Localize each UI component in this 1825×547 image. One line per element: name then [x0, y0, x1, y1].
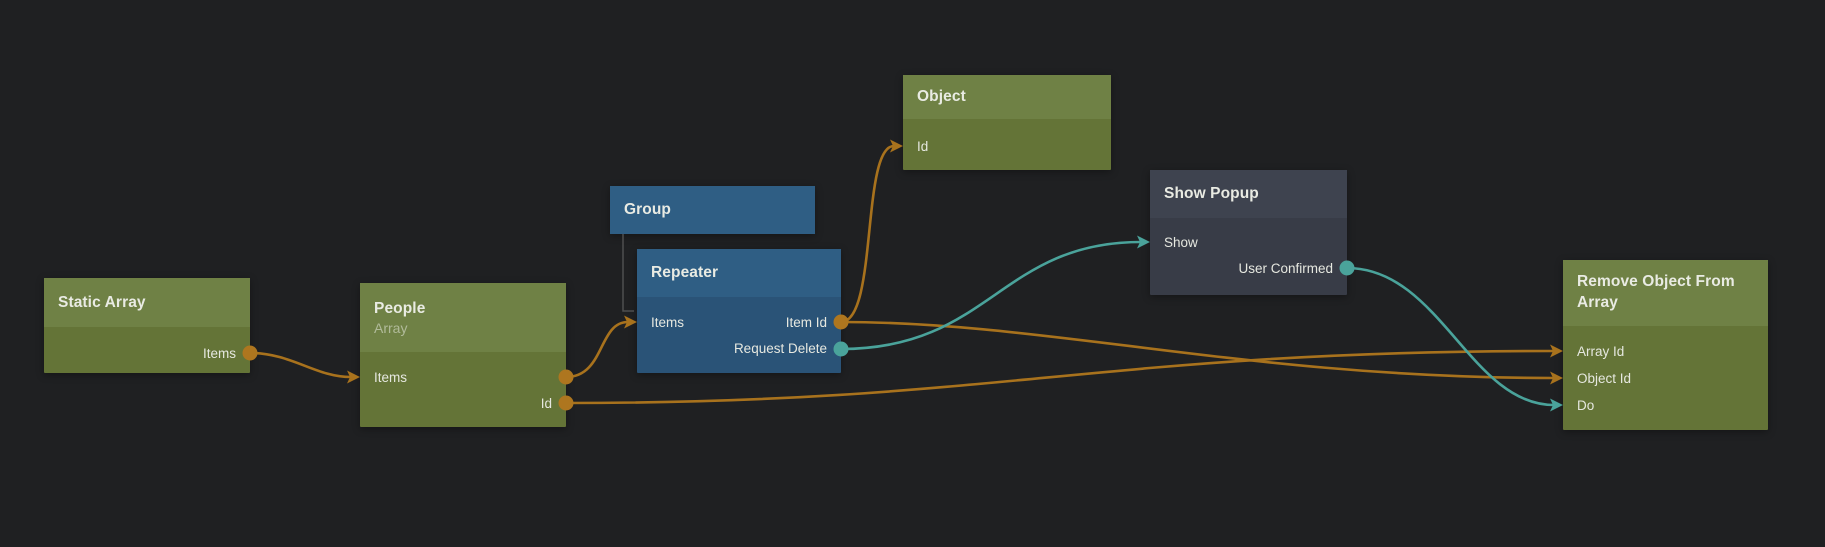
- port-id-input-label[interactable]: Id: [917, 138, 929, 154]
- node-show-popup[interactable]: Show Popup Show User Confirmed: [1150, 170, 1347, 295]
- node-title[interactable]: Object: [917, 88, 966, 105]
- wire-people-items-to-repeater-items[interactable]: [565, 320, 629, 379]
- arrowhead-remove-array-id-input[interactable]: [1550, 344, 1563, 358]
- group-child-hierarchy-line: [622, 234, 634, 312]
- port-item-id-output-label[interactable]: Item Id: [785, 314, 827, 330]
- node-subtitle: Array: [374, 319, 408, 336]
- port-dot-people-items[interactable]: [558, 369, 574, 385]
- node-remove-object-from-array[interactable]: Remove Object From Array Array Id Object…: [1563, 260, 1768, 430]
- port-id-output-label[interactable]: Id: [540, 395, 552, 411]
- port-row: Items Item Id: [637, 309, 841, 335]
- node-header[interactable]: Static Array: [44, 278, 250, 327]
- node-repeater[interactable]: Repeater Items Item Id Request Delete: [637, 249, 841, 373]
- port-row: Id: [903, 133, 1111, 159]
- node-header[interactable]: Object: [903, 75, 1111, 119]
- arrowhead-object-id-input[interactable]: [890, 139, 903, 153]
- port-array-id-input-label[interactable]: Array Id: [1577, 344, 1625, 359]
- arrowhead-show-popup-show-input[interactable]: [1137, 235, 1150, 249]
- node-header[interactable]: Repeater: [637, 249, 841, 297]
- wire-repeater-request-delete-to-show-popup-show[interactable]: [840, 240, 1142, 351]
- wire-people-id-to-remove-array-id[interactable]: [565, 349, 1555, 405]
- node-header[interactable]: Show Popup: [1150, 170, 1347, 218]
- port-items-output-label[interactable]: Items: [202, 345, 236, 361]
- port-row: Show: [1150, 229, 1347, 255]
- arrowhead-remove-do-input[interactable]: [1550, 398, 1563, 412]
- wire-show-popup-user-confirmed-to-remove-do[interactable]: [1346, 266, 1555, 407]
- node-title[interactable]: Static Array: [58, 293, 146, 311]
- port-object-id-input-label[interactable]: Object Id: [1577, 371, 1632, 386]
- port-dot-people-id[interactable]: [558, 395, 574, 411]
- port-row: Items: [360, 364, 566, 390]
- port-items-input-label[interactable]: Items: [651, 314, 685, 330]
- node-static-array[interactable]: Static Array Items: [44, 278, 250, 373]
- wire-repeater-item-id-to-object-id[interactable]: [840, 144, 895, 324]
- node-title[interactable]: Group: [624, 201, 671, 218]
- port-row: Items: [44, 340, 250, 366]
- node-header[interactable]: Group: [610, 186, 815, 234]
- node-header[interactable]: Remove Object From Array: [1563, 260, 1768, 326]
- port-row: User Confirmed: [1150, 255, 1347, 281]
- node-title[interactable]: Remove Object From Array: [1577, 273, 1735, 311]
- node-group[interactable]: Group: [610, 186, 815, 234]
- port-dot-show-popup-user-confirmed[interactable]: [1339, 260, 1355, 276]
- arrowhead-people-items-input[interactable]: [347, 370, 360, 384]
- node-title[interactable]: Repeater: [651, 264, 719, 281]
- wire-repeater-item-id-to-remove-object-id[interactable]: [840, 320, 1555, 380]
- node-title[interactable]: Show Popup: [1164, 185, 1259, 202]
- port-request-delete-output-label[interactable]: Request Delete: [733, 340, 827, 356]
- port-dot-repeater-request-delete[interactable]: [833, 341, 849, 357]
- arrowhead-repeater-items-input[interactable]: [624, 315, 637, 329]
- port-items-label[interactable]: Items: [374, 369, 408, 385]
- arrowhead-remove-object-id-input[interactable]: [1550, 371, 1563, 385]
- port-row: Do: [1563, 392, 1768, 419]
- node-header[interactable]: People Array: [360, 283, 566, 352]
- port-row: Id: [360, 390, 566, 416]
- node-title[interactable]: People: [374, 299, 426, 317]
- port-show-input-label[interactable]: Show: [1164, 234, 1198, 250]
- node-people[interactable]: People Array Items Id: [360, 283, 566, 427]
- node-object[interactable]: Object Id: [903, 75, 1111, 170]
- port-user-confirmed-output-label[interactable]: User Confirmed: [1238, 260, 1333, 276]
- port-row: Array Id: [1563, 338, 1768, 365]
- port-dot-static-array-items[interactable]: [242, 345, 258, 361]
- port-row: Request Delete: [637, 335, 841, 361]
- port-row: Object Id: [1563, 365, 1768, 392]
- wire-static-array-items-to-people-items[interactable]: [249, 351, 352, 379]
- port-do-input-label[interactable]: Do: [1577, 398, 1595, 413]
- port-dot-repeater-item-id[interactable]: [833, 314, 849, 330]
